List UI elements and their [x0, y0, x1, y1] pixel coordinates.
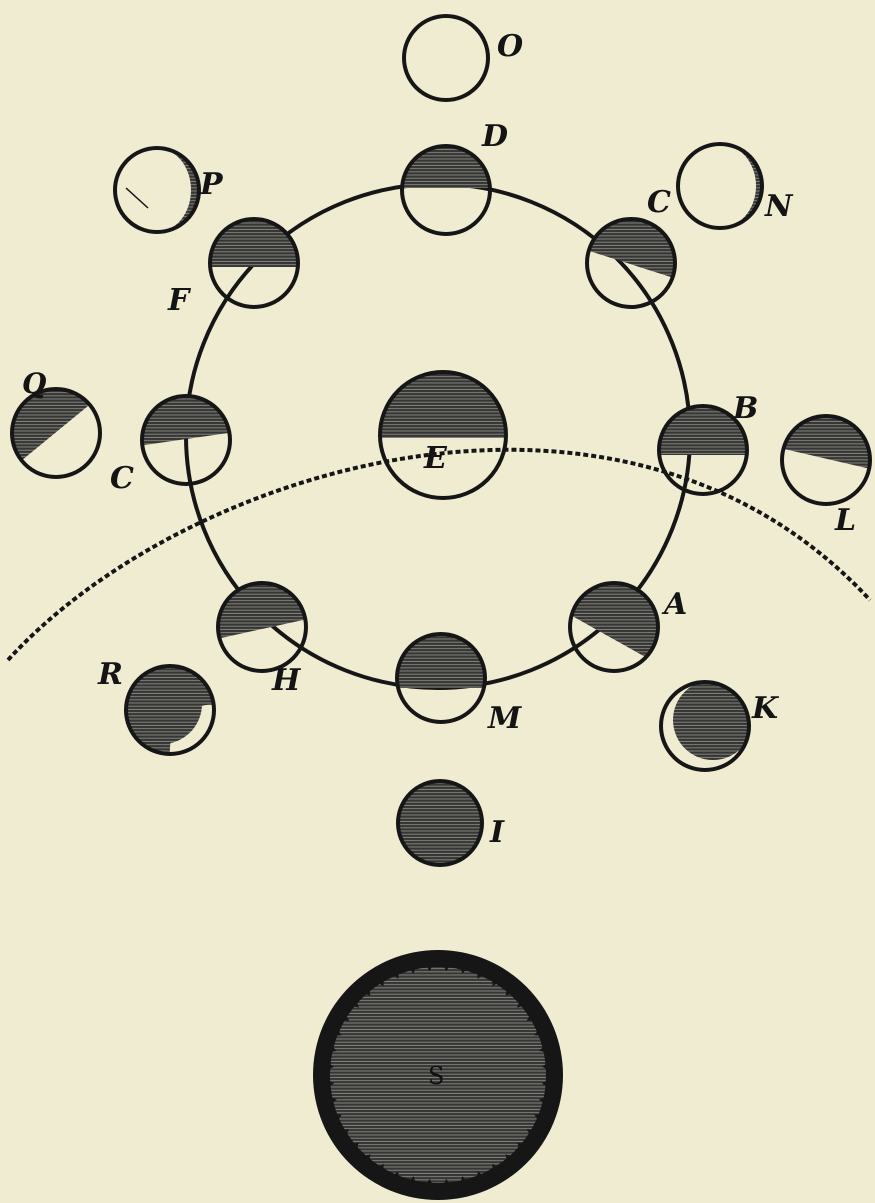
label-E: E: [423, 441, 448, 476]
label-B: B: [732, 391, 758, 426]
label-F: F: [167, 283, 192, 318]
moon-A: [565, 580, 665, 671]
moon-C-upper: [580, 215, 680, 307]
moon-H: [212, 580, 312, 671]
moon-P-crescent: [115, 148, 199, 232]
label-P: P: [199, 167, 224, 202]
label-N: N: [764, 189, 794, 224]
label-O: O: [497, 29, 523, 64]
moon-L-gibbous: [780, 415, 875, 504]
label-L: L: [834, 503, 856, 538]
moon-I-new: [398, 781, 482, 865]
label-Q: Q: [22, 367, 46, 400]
label-H: H: [271, 663, 302, 698]
label-A: A: [661, 587, 687, 622]
label-S: S: [428, 1062, 444, 1090]
moon-M: [395, 630, 487, 722]
moon-D: [400, 140, 492, 234]
label-K: K: [751, 691, 780, 726]
moon-N-crescent: [678, 144, 762, 228]
moon-O-full: [404, 16, 488, 100]
moon-F: [205, 215, 305, 307]
moon-K-crescent: [661, 680, 753, 770]
earth-globe: [370, 360, 520, 498]
label-D: D: [481, 119, 508, 154]
label-I: I: [489, 815, 505, 850]
moon-R-crescent: [122, 664, 214, 754]
earth-orbit-arc: [8, 450, 870, 660]
label-R: R: [97, 657, 123, 692]
label-C-left: C: [110, 461, 134, 496]
label-C-upper: C: [647, 185, 671, 220]
label-M: M: [487, 701, 522, 736]
